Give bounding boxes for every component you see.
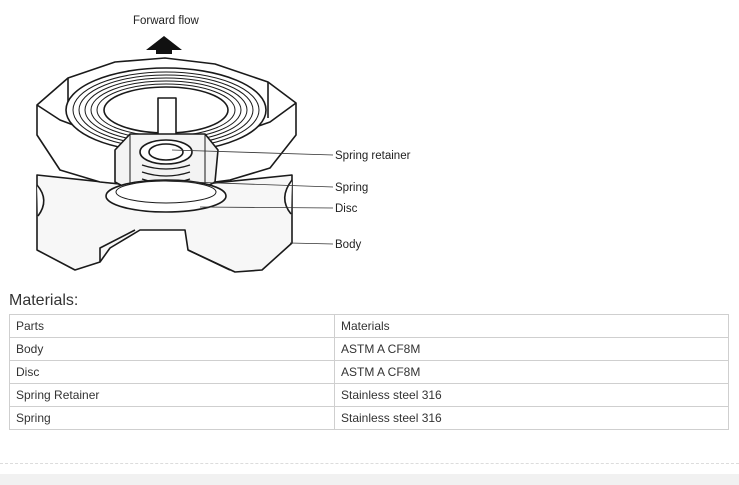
flow-label: Forward flow [133, 15, 200, 27]
table-cell-part: Disc [9, 360, 335, 384]
table-cell-material: ASTM A CF8M [334, 360, 729, 384]
table-row: Spring Stainless steel 316 [9, 406, 729, 430]
materials-heading: Materials: [9, 292, 79, 309]
table-cell-part: Spring [9, 406, 335, 430]
leader-lines [159, 149, 334, 245]
label-disc: Disc [335, 203, 358, 215]
table-row: Spring Retainer Stainless steel 316 [9, 383, 729, 407]
table-row: Parts Materials [9, 314, 729, 338]
valve-body-drawing [36, 57, 297, 273]
table-cell-material: Stainless steel 316 [334, 406, 729, 430]
table-header-parts: Parts [9, 314, 335, 338]
leader-spring-retainer [171, 149, 334, 156]
label-spring: Spring [335, 182, 368, 194]
table-cell-material: ASTM A CF8M [334, 337, 729, 361]
leader-disc [199, 206, 334, 209]
table-cell-material: Stainless steel 316 [334, 383, 729, 407]
table-row: Body ASTM A CF8M [9, 337, 729, 361]
leader-spring [159, 180, 334, 188]
footer-bar [0, 474, 739, 485]
table-cell-part: Spring Retainer [9, 383, 335, 407]
leader-body [289, 242, 334, 245]
table-cell-part: Body [9, 337, 335, 361]
table-header-materials: Materials [334, 314, 729, 338]
section-divider [0, 463, 739, 464]
label-spring-retainer: Spring retainer [335, 150, 411, 162]
label-body: Body [335, 239, 361, 251]
materials-table: Parts Materials Body ASTM A CF8M Disc AS… [9, 314, 729, 430]
forward-flow-arrow [146, 36, 182, 54]
valve-diagram: Forward flow [36, 15, 411, 273]
table-row: Disc ASTM A CF8M [9, 360, 729, 384]
